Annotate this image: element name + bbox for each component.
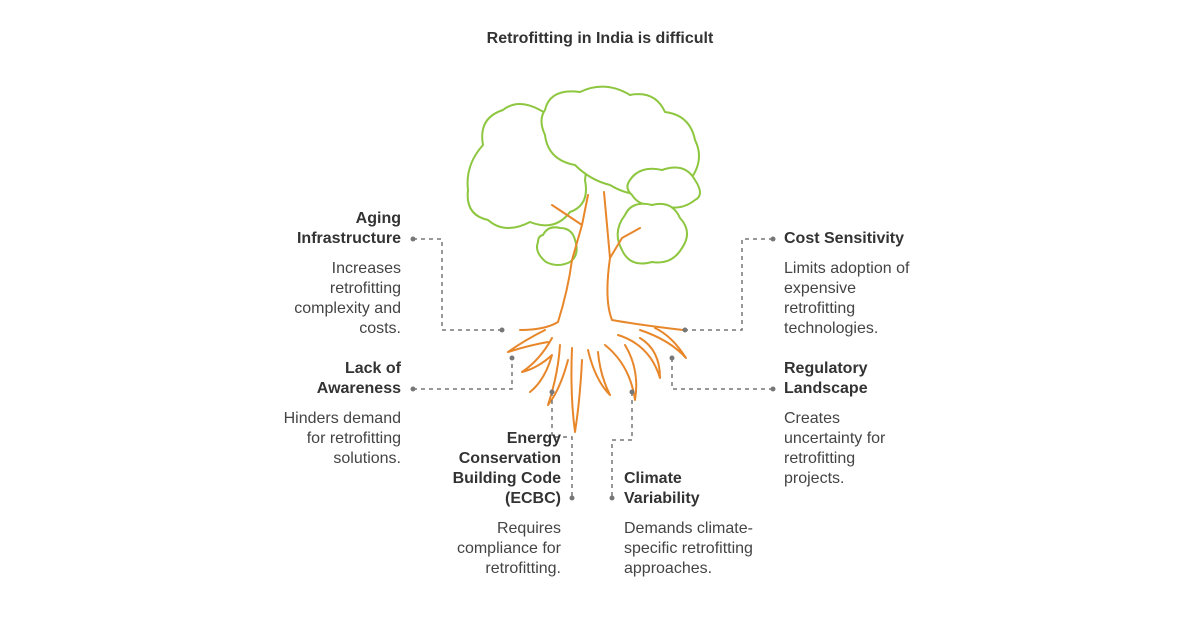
dot-regulatory-start: [669, 355, 675, 361]
item-heading: Aging Infrastructure: [296, 210, 401, 247]
connector-awareness: [413, 358, 513, 390]
dot-aging-end: [410, 236, 416, 242]
item-heading: Energy Conservation Building Code (ECBC): [452, 430, 561, 507]
item-regulatory-landscape: Regulatory Landscape Creates uncertainty…: [784, 359, 944, 489]
dot-aging-start: [499, 327, 505, 333]
root-right-2: [617, 334, 661, 379]
item-aging-infrastructure: Aging Infrastructure Increases retrofitt…: [241, 209, 401, 339]
dot-awareness-end: [410, 386, 416, 392]
item-description: Creates uncertainty for retrofitting pro…: [784, 410, 886, 487]
dot-awareness-start: [509, 355, 515, 361]
dot-ecbc-end: [569, 495, 575, 501]
dot-ecbc-start: [549, 389, 555, 395]
connector-regulatory: [671, 358, 773, 390]
tree-roots: [507, 191, 687, 433]
root-right-3: [639, 327, 687, 359]
item-lack-of-awareness: Lack of Awareness Hinders demand for ret…: [241, 359, 401, 469]
item-ecbc: Energy Conservation Building Code (ECBC)…: [421, 429, 561, 579]
item-description: Requires compliance for retrofitting.: [456, 520, 561, 577]
item-heading: Regulatory Landscape: [784, 360, 868, 397]
item-description: Demands climate-specific retrofitting ap…: [624, 520, 753, 577]
connector-cost: [685, 238, 773, 331]
item-climate-variability: Climate Variability Demands climate-spec…: [624, 469, 774, 579]
dot-climate-end: [609, 495, 615, 501]
dot-regulatory-end: [770, 386, 776, 392]
trunk-right-edge: [603, 191, 684, 331]
connectors: [413, 238, 773, 498]
canopy-right: [626, 166, 701, 209]
connector-climate: [611, 392, 633, 498]
canopy-mid-left: [536, 226, 578, 266]
item-description: Limits adoption of expensive retrofittin…: [784, 260, 910, 337]
connector-aging: [413, 238, 502, 331]
root-center-2: [587, 349, 611, 396]
root-left-3: [547, 344, 569, 406]
root-right-1: [604, 344, 638, 401]
item-heading: Cost Sensitivity: [784, 230, 905, 247]
root-center-1: [570, 347, 583, 433]
connector-dots: [410, 236, 776, 501]
item-description: Increases retrofitting complexity and co…: [294, 260, 401, 337]
dot-cost-end: [770, 236, 776, 242]
trunk-left-edge: [519, 194, 589, 331]
root-left-2: [521, 337, 553, 393]
dot-cost-start: [682, 327, 688, 333]
dot-climate-start: [629, 389, 635, 395]
item-description: Hinders demand for retrofitting solution…: [283, 410, 401, 467]
root-left-1: [507, 329, 549, 353]
diagram-title: Retrofitting in India is difficult: [486, 30, 714, 47]
item-heading: Climate Variability: [624, 470, 700, 507]
item-heading: Lack of Awareness: [316, 360, 401, 397]
canopy-mid-right: [616, 202, 688, 265]
item-cost-sensitivity: Cost Sensitivity Limits adoption of expe…: [784, 229, 944, 339]
tree-foliage: [466, 85, 701, 266]
